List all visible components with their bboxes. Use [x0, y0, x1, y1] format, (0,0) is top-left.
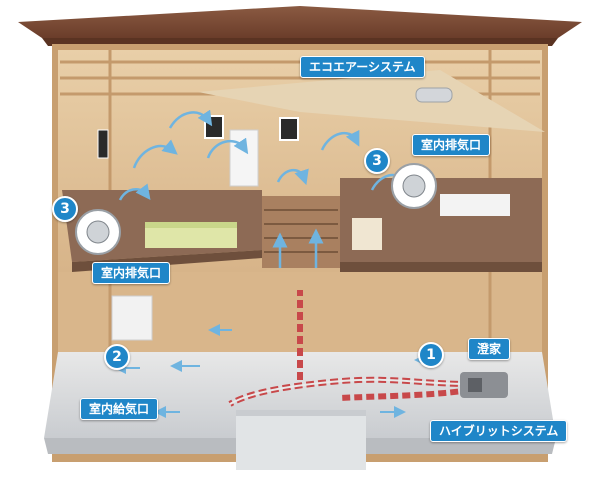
- counter: [440, 194, 510, 216]
- foundation-step: [236, 410, 366, 470]
- airflow-arrows: [118, 109, 408, 268]
- roof: [18, 6, 582, 38]
- hybrid-unit: [460, 372, 508, 398]
- eco-air-system-label: エコエアーシステム: [300, 56, 425, 78]
- badge-supply: 2: [104, 344, 130, 370]
- ceiling-panel: [198, 70, 545, 132]
- bed: [145, 226, 237, 248]
- table: [352, 218, 382, 250]
- window: [279, 117, 299, 141]
- badge-purifier: 1: [418, 342, 444, 368]
- eco-air-unit: [415, 87, 453, 103]
- hybrid-system-label: ハイブリットシステム: [430, 420, 568, 442]
- badge-exhaust-right: 3: [364, 148, 390, 174]
- staircase: [262, 196, 340, 268]
- purifier-label: 澄家: [468, 338, 511, 360]
- exhaust-vent-closeup-left: [75, 209, 121, 255]
- exhaust-vent-left-label: 室内排気口: [92, 262, 171, 284]
- bathroom: [111, 295, 153, 341]
- badge-exhaust-left: 3: [52, 196, 78, 222]
- exhaust-vent-right-label: 室内排気口: [412, 134, 491, 156]
- cabinet: [229, 129, 259, 187]
- ground-floor-plenum: [44, 352, 556, 438]
- window: [97, 129, 109, 159]
- supply-vent-label: 室内給気口: [80, 398, 159, 420]
- exhaust-vent-closeup-right: [391, 163, 437, 209]
